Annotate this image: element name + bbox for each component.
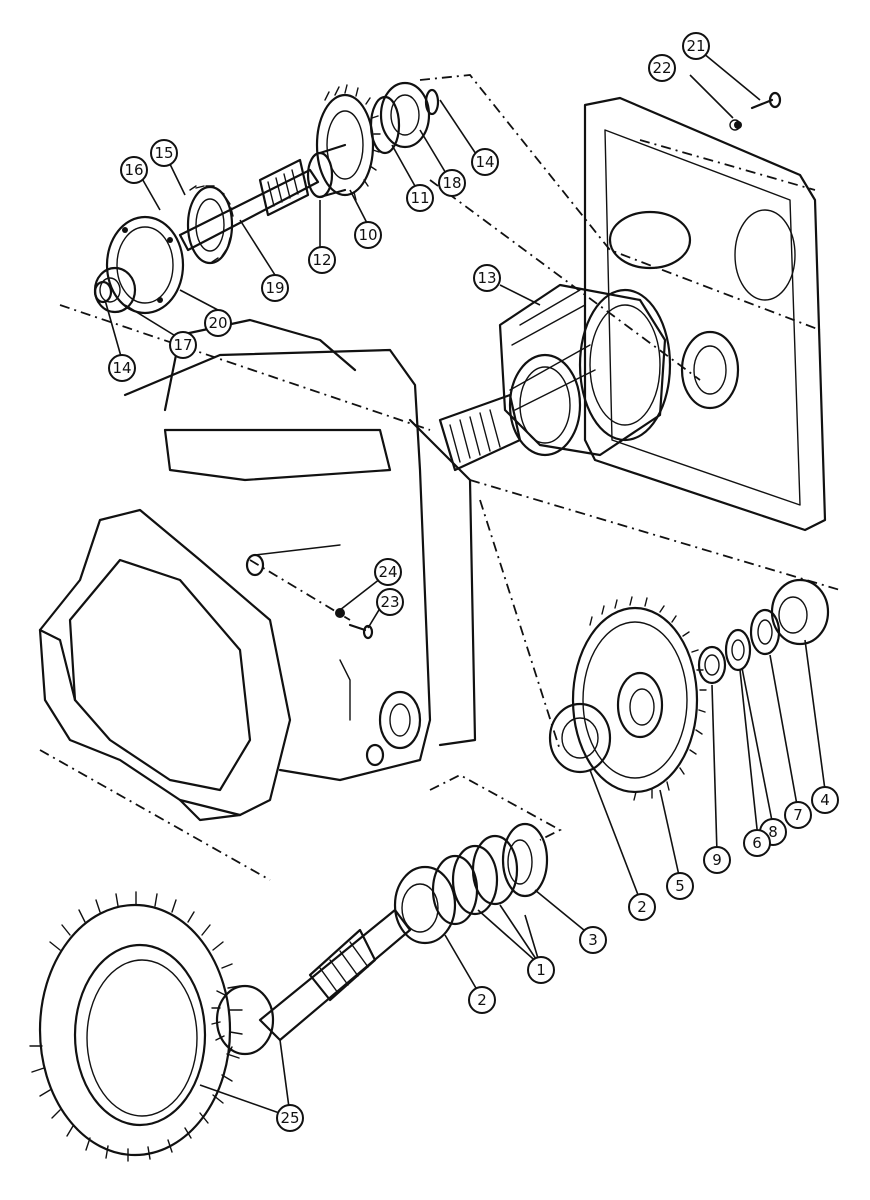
callout-label: 17: [173, 336, 192, 354]
ring-gear: [29, 891, 243, 1162]
callout-label: 11: [410, 189, 429, 207]
callout-2-lower: 2: [468, 986, 496, 1014]
callout-label: 19: [265, 279, 284, 297]
callout-label: 2: [477, 991, 487, 1009]
callout-label: 8: [768, 823, 778, 841]
driven-gear-cluster: [548, 578, 830, 801]
leader-lines: [104, 52, 826, 1116]
callout-label: 13: [477, 269, 496, 287]
callout-3: 3: [579, 926, 607, 954]
callout-19: 19: [261, 274, 289, 302]
callout-22: 22: [648, 54, 676, 82]
countershaft-assembly: [93, 81, 440, 315]
callout-20: 20: [204, 309, 232, 337]
callout-2-right: 2: [628, 893, 656, 921]
callout-label: 5: [675, 877, 685, 895]
callout-5: 5: [666, 872, 694, 900]
callout-18: 18: [438, 169, 466, 197]
callout-10: 10: [354, 221, 382, 249]
callout-label: 15: [154, 144, 173, 162]
callout-label: 12: [312, 251, 331, 269]
callout-14-left: 14: [108, 354, 136, 382]
callout-15: 15: [150, 139, 178, 167]
callout-label: 16: [124, 161, 143, 179]
callout-11: 11: [406, 184, 434, 212]
callout-label: 4: [820, 791, 830, 809]
callout-16: 16: [120, 156, 148, 184]
bolt-and-washer: [335, 608, 374, 640]
clutch-pack: [438, 283, 672, 472]
callout-23: 23: [376, 588, 404, 616]
callout-14-upper: 14: [471, 148, 499, 176]
callout-7: 7: [784, 801, 812, 829]
top-bolt: [734, 91, 782, 129]
callout-24: 24: [374, 558, 402, 586]
callout-17: 17: [169, 331, 197, 359]
callout-12: 12: [308, 246, 336, 274]
pinion-shaft-assembly: [211, 822, 549, 1056]
callout-9: 9: [703, 846, 731, 874]
callout-21: 21: [682, 32, 710, 60]
callout-label: 2: [637, 898, 647, 916]
assembly-centerlines: [39, 74, 841, 881]
callout-label: 22: [652, 59, 671, 77]
callout-label: 3: [588, 931, 598, 949]
callout-label: 23: [380, 593, 399, 611]
callout-label: 25: [280, 1109, 299, 1127]
callout-13: 13: [473, 264, 501, 292]
callout-4: 4: [811, 786, 839, 814]
callout-label: 10: [358, 226, 377, 244]
callout-25: 25: [276, 1104, 304, 1132]
callout-label: 20: [208, 314, 227, 332]
gasket-plate: [583, 96, 827, 532]
callout-label: 14: [475, 153, 494, 171]
callout-1: 1: [527, 956, 555, 984]
callout-label: 6: [752, 834, 762, 852]
callout-label: 7: [793, 806, 803, 824]
transmission-housing: [38, 318, 477, 822]
callout-label: 24: [378, 563, 397, 581]
callout-6: 6: [743, 829, 771, 857]
callout-label: 1: [536, 961, 546, 979]
callout-label: 18: [442, 174, 461, 192]
callout-label: 21: [686, 37, 705, 55]
callout-label: 14: [112, 359, 131, 377]
callout-label: 9: [712, 851, 722, 869]
